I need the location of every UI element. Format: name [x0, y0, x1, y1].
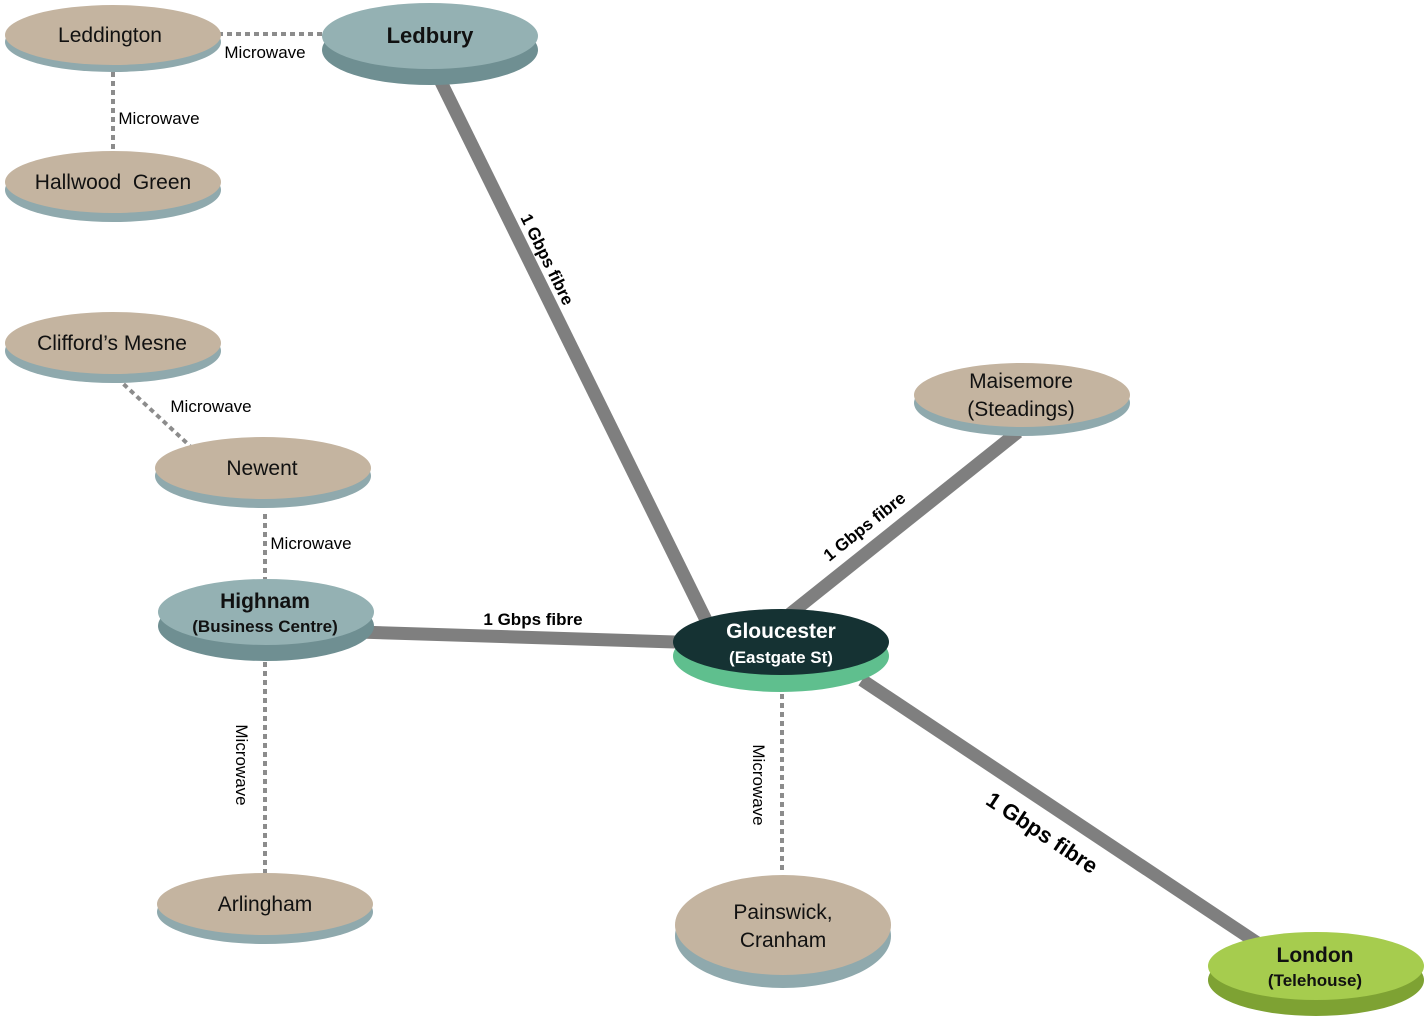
node-maisemore[interactable]: Maisemore (Steadings): [914, 363, 1130, 436]
link-maisemore-gloucester: [785, 426, 1023, 620]
label-cliffords-newent: Microwave: [170, 397, 251, 416]
link-gloucester-london: [858, 674, 1266, 952]
node-gloucester[interactable]: Gloucester (Eastgate St): [673, 609, 889, 692]
node-painswick-label-2: Cranham: [740, 929, 826, 952]
node-arlingham-label: Arlingham: [218, 893, 313, 916]
node-gloucester-label-2: (Eastgate St): [729, 648, 833, 667]
node-london-label-1: London: [1277, 944, 1354, 967]
node-highnam[interactable]: Highnam (Business Centre): [158, 579, 374, 661]
node-leddington[interactable]: Leddington: [5, 5, 221, 72]
label-highnam-gloucester: 1 Gbps fibre: [483, 610, 582, 629]
node-maisemore-label-2: (Steadings): [967, 398, 1074, 421]
node-london[interactable]: London (Telehouse): [1208, 932, 1424, 1016]
node-arlingham[interactable]: Arlingham: [157, 873, 373, 944]
node-ledbury-label: Ledbury: [387, 23, 475, 48]
node-leddington-label: Leddington: [58, 24, 162, 47]
node-ledbury[interactable]: Ledbury: [322, 3, 538, 85]
node-hallwood-green[interactable]: Hallwood Green: [5, 151, 221, 222]
node-painswick[interactable]: Painswick, Cranham: [675, 875, 891, 988]
node-gloucester-label-1: Gloucester: [726, 620, 836, 643]
link-highnam-gloucester: [357, 625, 676, 649]
label-newent-highnam: Microwave: [270, 534, 351, 553]
link-ledbury-gloucester: [434, 77, 713, 625]
node-cliffords-mesne[interactable]: Clifford’s Mesne: [5, 312, 221, 383]
node-newent-label: Newent: [226, 457, 297, 480]
label-leddington-ledbury: Microwave: [224, 43, 305, 62]
node-hallwood-green-label: Hallwood Green: [35, 171, 191, 194]
node-maisemore-label-1: Maisemore: [969, 370, 1073, 393]
node-painswick-label-1: Painswick,: [733, 901, 832, 924]
label-highnam-arlingham: Microwave: [232, 724, 251, 805]
node-highnam-label-1: Highnam: [220, 590, 310, 613]
nodes: Leddington Ledbury Hallwood Green Cliffo…: [5, 3, 1424, 1016]
node-cliffords-mesne-label: Clifford’s Mesne: [37, 332, 187, 355]
links: [111, 32, 1266, 952]
node-highnam-label-2: (Business Centre): [192, 617, 337, 636]
node-newent[interactable]: Newent: [155, 437, 371, 508]
label-gloucester-painswick: Microwave: [749, 744, 768, 825]
label-leddington-hallwood: Microwave: [118, 109, 199, 128]
node-london-label-2: (Telehouse): [1268, 971, 1362, 990]
link-cliffords-newent: [115, 376, 192, 448]
